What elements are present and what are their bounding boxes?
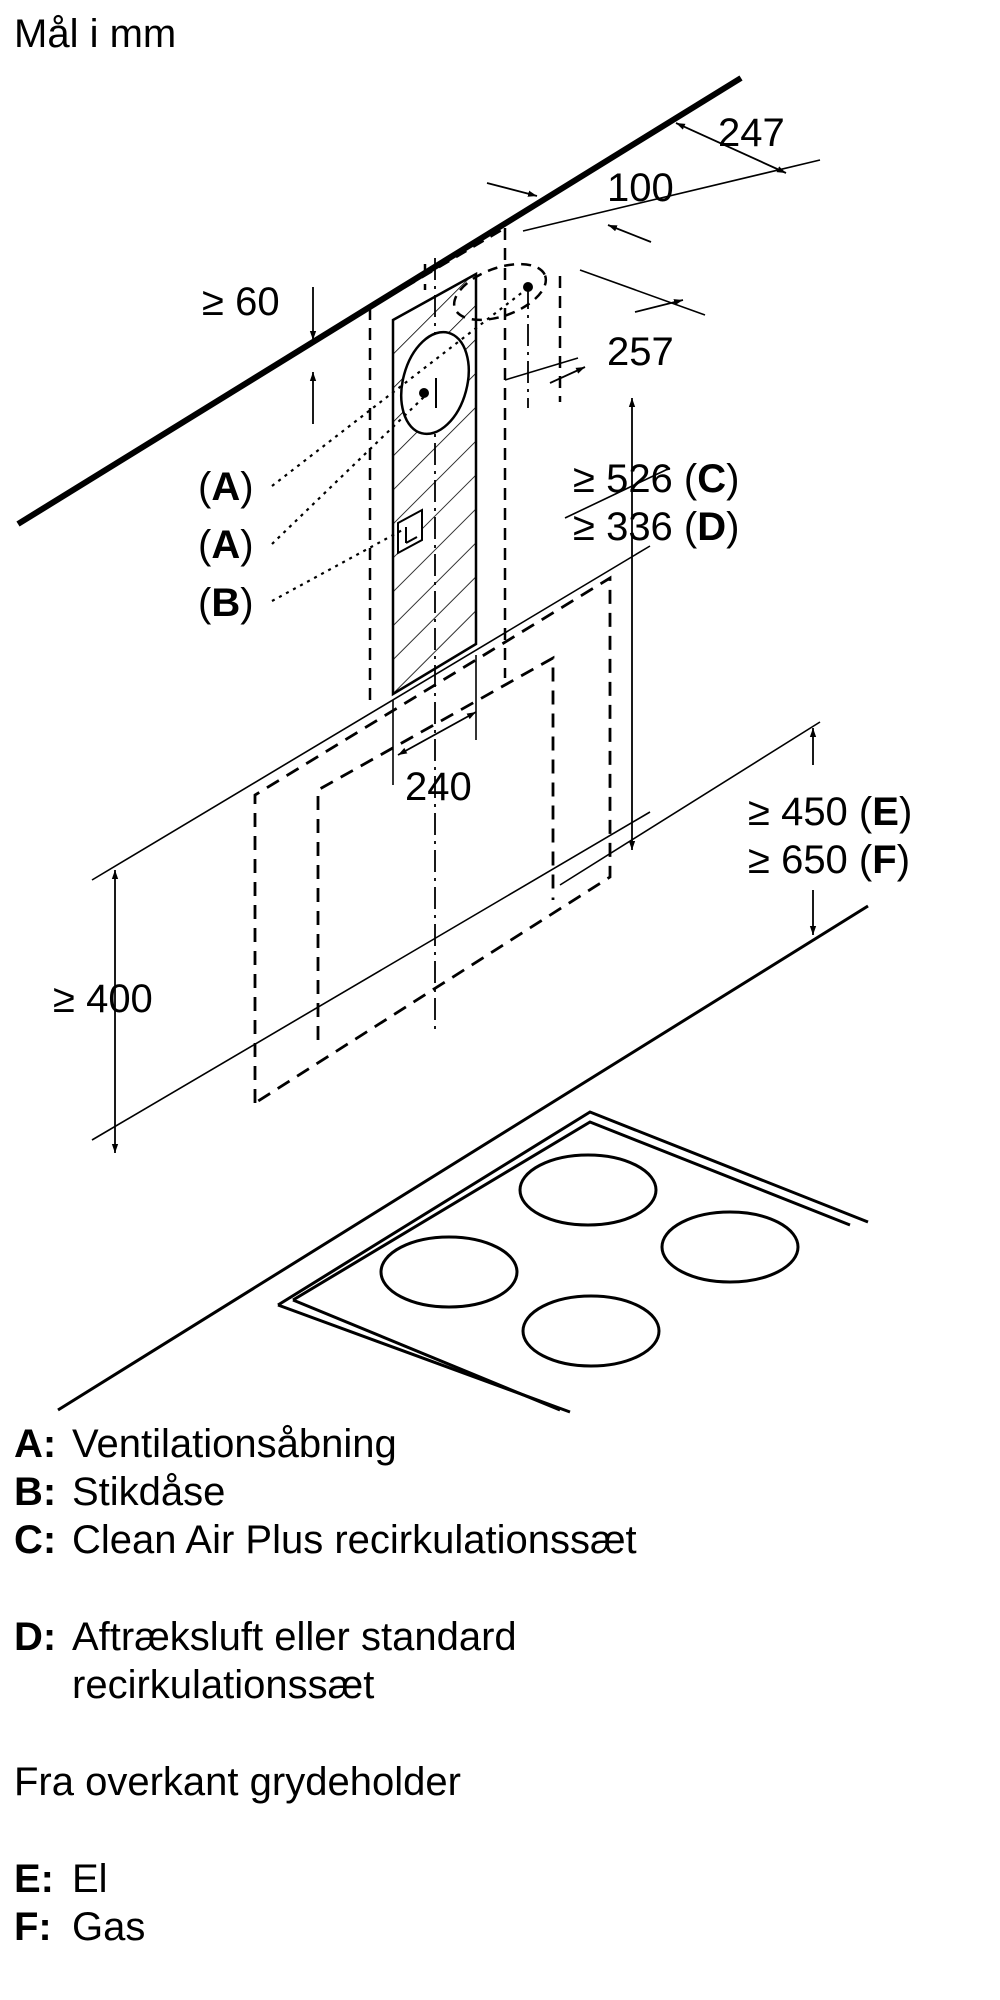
- hob-burner: [518, 1153, 658, 1227]
- marker-a-2: (A): [198, 523, 254, 567]
- legend-text-d-line2: recirkulationssæt: [72, 1663, 374, 1707]
- legend-text-a: Ventilationsåbning: [72, 1422, 397, 1466]
- hob: [57, 904, 869, 1414]
- legend-text-b: Stikdåse: [72, 1470, 225, 1514]
- unit-label: Mål i mm: [14, 12, 176, 56]
- legend-key-f: F:: [14, 1905, 52, 1949]
- legend-key-e: E:: [14, 1857, 54, 1901]
- legend-text-f: Gas: [72, 1905, 145, 1949]
- legend-key-b: B:: [14, 1470, 56, 1514]
- dim-100: 100: [607, 166, 674, 210]
- ceiling-opening: [452, 262, 548, 322]
- leader-lines: [271, 290, 525, 602]
- dim-min-400: ≥ 400: [53, 977, 153, 1021]
- dim-standard: ≥ 336 (D): [573, 505, 739, 549]
- dimension-arrows: [111, 122, 817, 1153]
- legend-key-d: D:: [14, 1615, 56, 1659]
- marker-b: (B): [198, 581, 254, 625]
- dim-clean-air-plus: ≥ 526 (C): [573, 457, 739, 501]
- hood-outline: [253, 575, 612, 1105]
- legend-text-c: Clean Air Plus recirkulationssæt: [72, 1518, 637, 1562]
- dim-gas: ≥ 650 (F): [748, 838, 910, 882]
- legend-text-d-line1: Aftræksluft eller standard: [72, 1615, 517, 1659]
- dim-240: 240: [405, 765, 472, 809]
- dim-electric: ≥ 450 (E): [748, 790, 912, 834]
- marker-a-1: (A): [198, 465, 254, 509]
- legend-key-a: A:: [14, 1422, 56, 1466]
- hob-burner: [379, 1235, 519, 1309]
- legend: A: Ventilationsåbning B: Stikdåse C: Cle…: [14, 1422, 637, 1949]
- hob-burner: [521, 1294, 661, 1368]
- duct-outline: [368, 226, 562, 700]
- ventilation-center-dot: [419, 388, 429, 398]
- legend-note: Fra overkant grydeholder: [14, 1760, 461, 1804]
- dim-min-60: ≥ 60: [202, 280, 280, 324]
- socket-box: [397, 508, 423, 555]
- dim-257: 257: [607, 330, 674, 374]
- legend-text-e: El: [72, 1857, 108, 1901]
- legend-key-c: C:: [14, 1518, 56, 1562]
- dim-247: 247: [718, 111, 785, 155]
- hob-burner: [660, 1210, 800, 1284]
